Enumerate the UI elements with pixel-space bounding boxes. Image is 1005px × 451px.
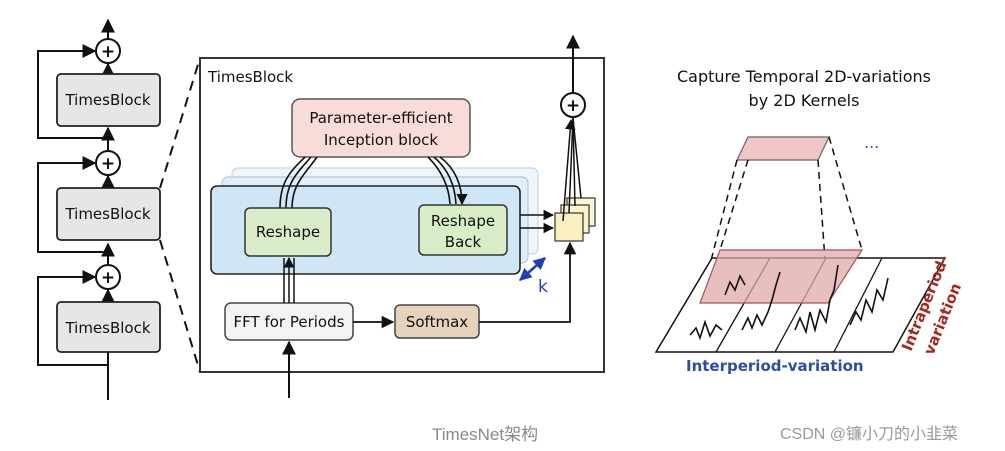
softmax-box: Softmax	[394, 304, 480, 339]
svg-text:+: +	[101, 268, 115, 288]
reshape-box: Reshape	[244, 207, 332, 257]
timesblock-detail: TimesBlock Parameter-efficient Inception…	[199, 34, 605, 398]
plus-circle-3: +	[95, 38, 121, 64]
center-caption: TimesNet架构	[432, 425, 539, 444]
right-title-line1: Capture Temporal 2D-variations	[677, 67, 931, 86]
zoom-line-bottom	[159, 239, 201, 373]
svg-text:Parameter-efficient: Parameter-efficient	[309, 109, 452, 127]
timesblock-middle-label: TimesBlock	[64, 205, 150, 223]
svg-text:Back: Back	[445, 233, 482, 251]
zoom-line-top	[159, 57, 201, 189]
reshape-back-box: Reshape Back	[418, 204, 508, 256]
svg-text:Reshape: Reshape	[431, 212, 495, 230]
svg-text:FFT for Periods: FFT for Periods	[234, 313, 345, 331]
right-panel: Capture Temporal 2D-variations by 2D Ker…	[654, 67, 965, 375]
kernel-small	[736, 136, 830, 161]
svg-text:+: +	[101, 42, 115, 62]
svg-text:Inception block: Inception block	[324, 131, 439, 149]
svg-text:Softmax: Softmax	[406, 313, 468, 331]
timesblock-top: TimesBlock	[56, 73, 161, 127]
kernel-large	[699, 249, 864, 304]
timesblock-bottom: TimesBlock	[56, 301, 161, 353]
inception-block: Parameter-efficient Inception block	[291, 98, 471, 158]
svg-text:+: +	[566, 96, 580, 116]
svg-text:+: +	[101, 154, 115, 174]
watermark-caption: CSDN @镰小刀的小韭菜	[780, 426, 959, 443]
plus-circle-2: +	[95, 150, 121, 176]
fft-box: FFT for Periods	[224, 302, 354, 341]
detail-title: TimesBlock	[207, 68, 293, 86]
svg-text:Reshape: Reshape	[256, 223, 320, 241]
interperiod-label: Interperiod-variation	[686, 357, 864, 375]
timesblock-middle: TimesBlock	[56, 187, 161, 241]
timesblock-bottom-label: TimesBlock	[64, 319, 150, 337]
ellipsis: ...	[864, 133, 879, 152]
left-stack: TimesBlock TimesBlock TimesBlock + + +	[37, 18, 161, 400]
aggregation-squares	[554, 197, 596, 242]
timesblock-top-label: TimesBlock	[64, 91, 150, 109]
k-indicator	[519, 257, 546, 281]
right-title-line2: by 2D Kernels	[749, 91, 860, 110]
k-label: k	[538, 277, 548, 297]
plus-circle-1: +	[95, 264, 121, 290]
plus-circle-output: +	[560, 92, 586, 118]
